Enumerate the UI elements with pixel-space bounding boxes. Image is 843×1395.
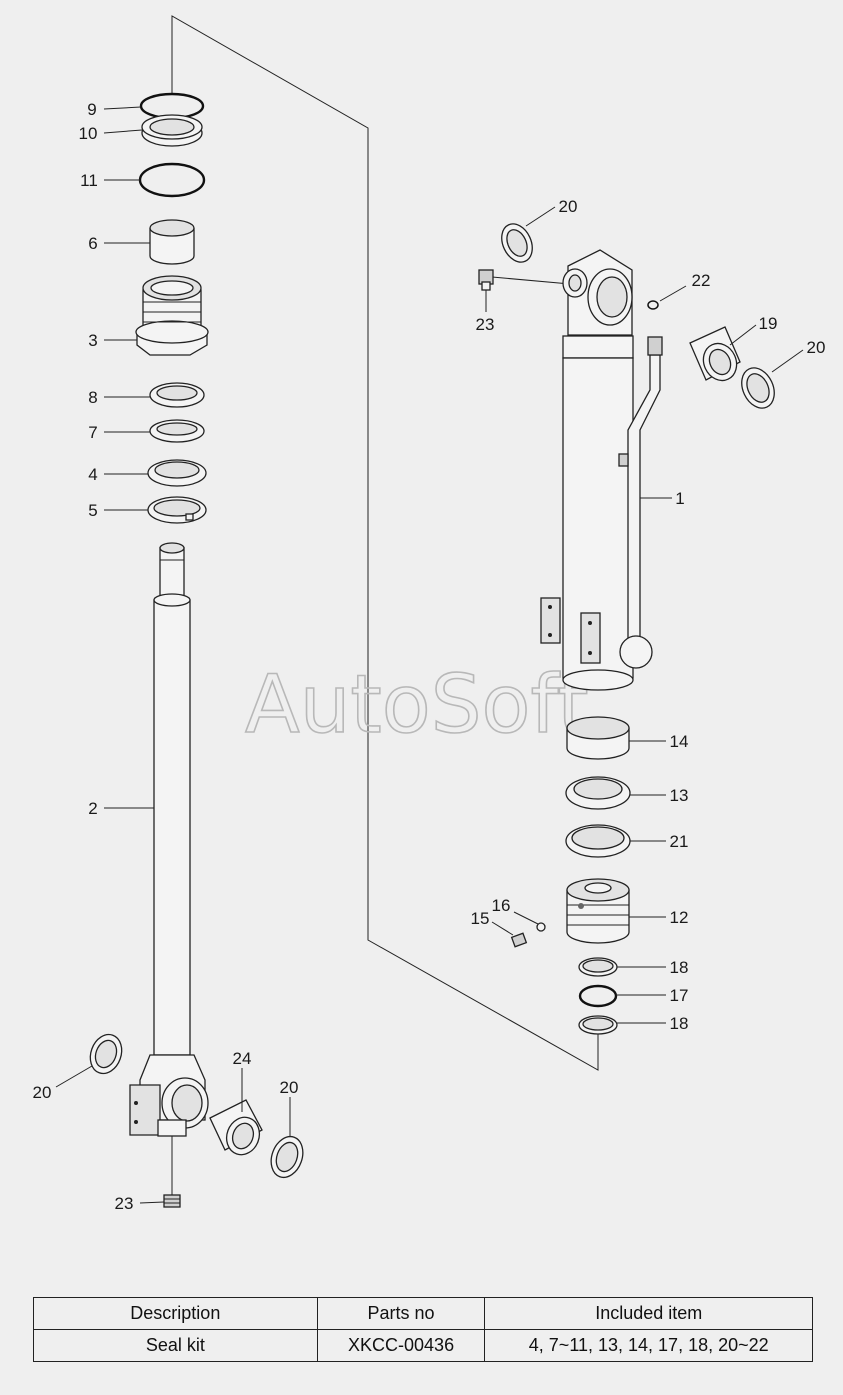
- part-23-grease-nipple: [163, 1194, 181, 1208]
- callout-22: 22: [692, 271, 711, 290]
- part-20-dust-seal: [501, 223, 533, 263]
- part-13-ring: [565, 776, 631, 810]
- callout-labels: 9 10 11 6 3 8 7 4 5 2 20 24 20 23 20 23 …: [33, 100, 826, 1213]
- header-included-item: Included item: [484, 1297, 813, 1330]
- part-5-retaining-ring: [147, 496, 207, 524]
- callout-13: 13: [670, 786, 689, 805]
- header-description: Description: [33, 1297, 318, 1330]
- callout-5: 5: [88, 501, 97, 520]
- callout-2: 2: [88, 799, 97, 818]
- callout-1: 1: [675, 489, 684, 508]
- callout-7: 7: [88, 423, 97, 442]
- callout-23-tube: 23: [476, 315, 495, 334]
- part-15-set-screw: [510, 932, 528, 948]
- part-18-backup-ring: [578, 1015, 618, 1035]
- callout-6: 6: [88, 234, 97, 253]
- part-8-seal: [149, 382, 205, 408]
- callout-19: 19: [759, 314, 778, 333]
- callout-20-rod-left: 20: [33, 1083, 52, 1102]
- callout-14: 14: [670, 732, 689, 751]
- part-7-seal: [149, 419, 205, 443]
- callout-9: 9: [87, 100, 96, 119]
- part-20-dust-seal: [270, 1135, 304, 1179]
- callout-12: 12: [670, 908, 689, 927]
- part-23-grease-nipple: [478, 269, 494, 291]
- part-24-bushing: [209, 1099, 263, 1156]
- part-18-backup-ring: [578, 957, 618, 977]
- callout-18-upper: 18: [670, 958, 689, 977]
- part-12-piston: [566, 878, 630, 944]
- part-19-bushing: [689, 326, 741, 382]
- callout-4: 4: [88, 465, 97, 484]
- table-row: Seal kit XKCC-00436 4, 7~11, 13, 14, 17,…: [33, 1329, 813, 1362]
- part-17-o-ring: [578, 984, 618, 1008]
- hydraulic-cylinder-exploded-diagram: AutoSoft: [33, 15, 826, 1213]
- part-16-steel-ball: [536, 922, 546, 932]
- part-22-o-ring: [647, 300, 659, 310]
- part-4-seal: [147, 459, 207, 487]
- callout-17: 17: [670, 986, 689, 1005]
- assembly-guide-lines: [171, 15, 599, 1195]
- cell-description: Seal kit: [33, 1329, 318, 1362]
- part-10-backup-ring: [141, 114, 203, 147]
- callout-10: 10: [79, 124, 98, 143]
- table-header-row: Description Parts no Included item: [33, 1297, 813, 1330]
- callout-3: 3: [88, 331, 97, 350]
- callout-11: 11: [80, 171, 98, 190]
- part-20-dust-seal: [741, 367, 775, 409]
- callout-24: 24: [233, 1049, 252, 1068]
- part-20-dust-seal: [89, 1033, 123, 1075]
- callout-23-rod: 23: [115, 1194, 134, 1213]
- watermark-text: AutoSoft: [245, 658, 589, 751]
- seal-kit-table: Description Parts no Included item Seal …: [33, 1297, 813, 1362]
- callout-15: 15: [471, 909, 490, 928]
- callout-20-tube-right: 20: [807, 338, 826, 357]
- callout-leader-lines: [55, 106, 804, 1204]
- callout-16: 16: [492, 896, 511, 915]
- part-21-ring: [565, 824, 631, 858]
- callout-20-tube-left: 20: [559, 197, 578, 216]
- callout-18-lower: 18: [670, 1014, 689, 1033]
- part-11-o-ring: [138, 162, 206, 198]
- cell-included-item: 4, 7~11, 13, 14, 17, 18, 20~22: [484, 1329, 813, 1362]
- part-3-rod-cover: [135, 275, 209, 356]
- callout-20-rod-right: 20: [280, 1078, 299, 1097]
- part-14-ring: [566, 716, 630, 760]
- callout-8: 8: [88, 388, 97, 407]
- part-2-piston-rod: [129, 542, 209, 1137]
- header-parts-no: Parts no: [316, 1297, 486, 1330]
- part-1-cylinder-tube: [540, 249, 663, 691]
- callout-21: 21: [670, 832, 689, 851]
- cell-parts-no: XKCC-00436: [316, 1329, 486, 1362]
- part-6-bushing: [149, 219, 195, 265]
